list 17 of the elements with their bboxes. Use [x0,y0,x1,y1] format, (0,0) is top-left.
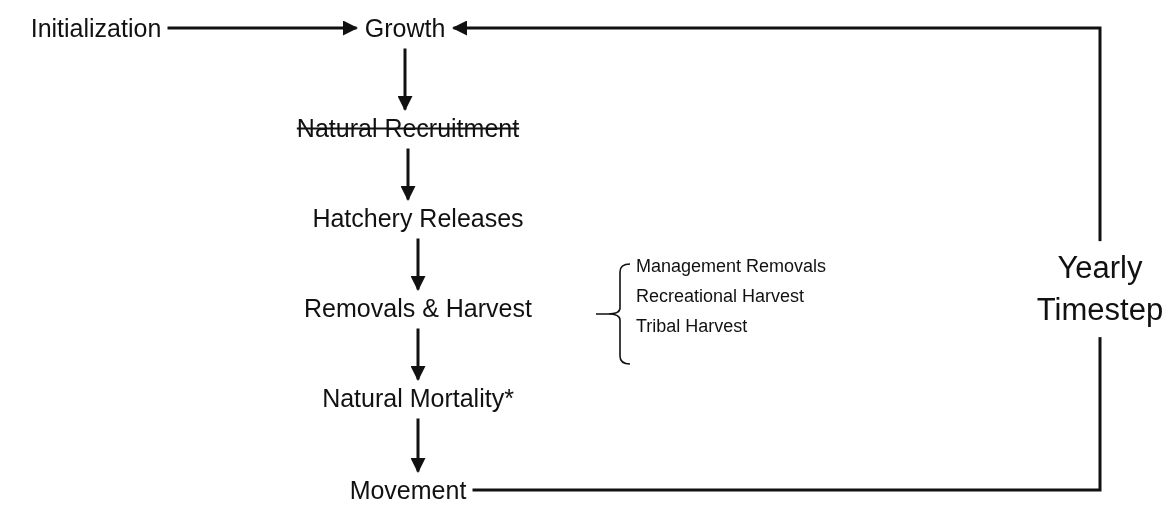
step-text: Natural Recruitment [290,111,526,145]
note-text: Recreational Harvest [636,286,805,307]
step-text: Movement [343,473,473,507]
arrow [410,418,426,473]
step-text: Natural Mortality* [316,381,520,415]
step-text: Hatchery Releases [306,201,530,235]
step-text: Initialization [24,11,168,45]
arrow [410,238,426,291]
note-text: Tribal Harvest [636,316,748,337]
step-text: Growth [358,11,452,45]
arrow [167,20,358,36]
note-text: Management Removals [636,256,827,277]
arrow [452,20,1102,492]
arrow [410,328,426,381]
arrow [397,48,413,111]
step-text: Removals & Harvest [298,291,538,325]
arrow [400,148,416,201]
